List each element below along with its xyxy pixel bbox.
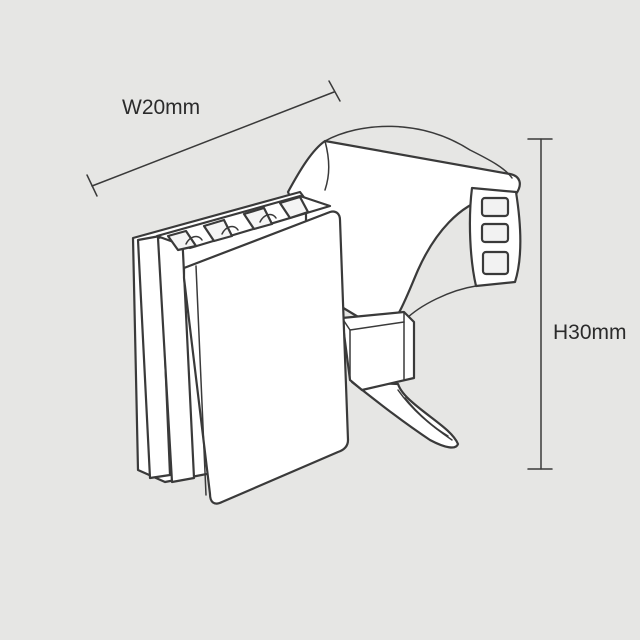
height-dimension-label: H30mm	[553, 321, 627, 344]
sign-holder	[131, 190, 350, 505]
height-dimension-line	[527, 138, 553, 470]
rail-clamp	[286, 125, 522, 449]
width-dimension-label: W20mm	[122, 96, 201, 119]
width-dimension-line	[86, 80, 341, 197]
